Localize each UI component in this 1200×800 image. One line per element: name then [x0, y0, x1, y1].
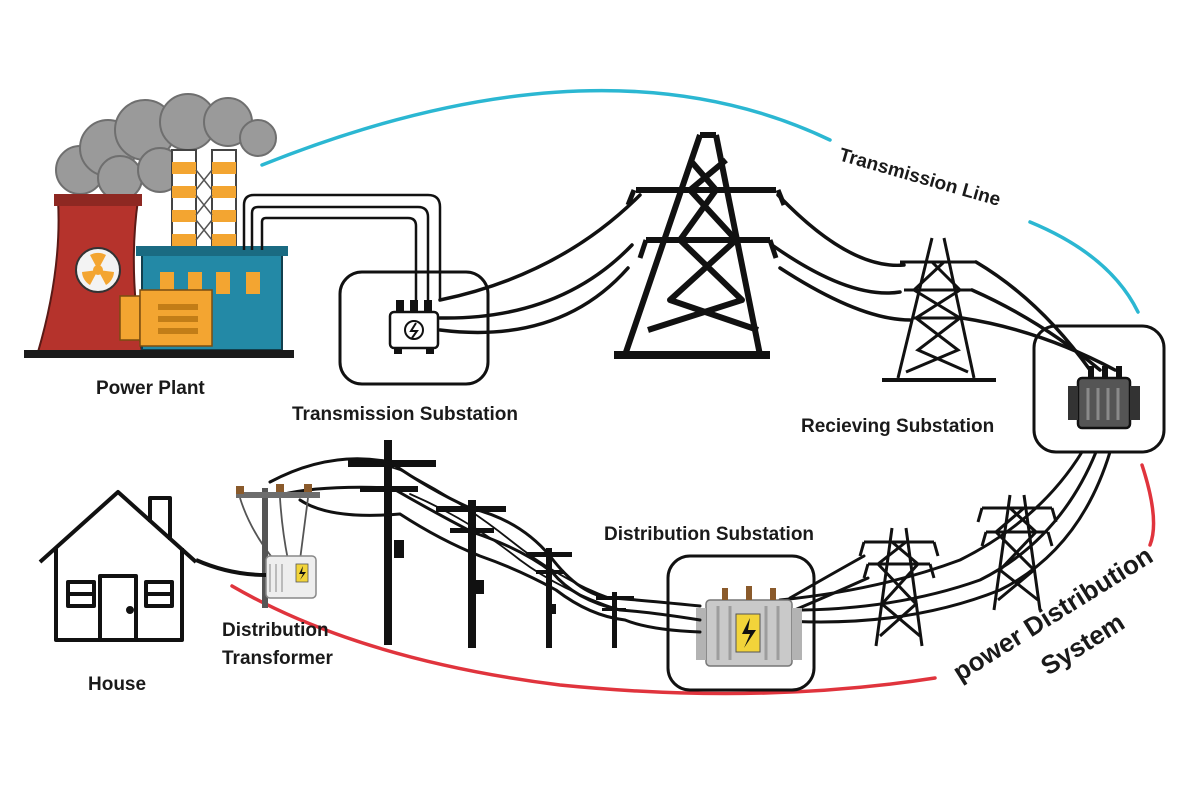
hv-transmission-wires: [438, 193, 1117, 372]
smoke-cloud: [55, 93, 277, 201]
step-up-transformer-icon: [388, 300, 440, 354]
distribution-substation-transformer: [696, 586, 802, 667]
label-transmission-line: Transmission Line: [837, 145, 1003, 211]
distribution-transformer-icon: [236, 484, 320, 608]
distribution-substation: [666, 554, 816, 692]
utility-pole-icon-1: [348, 440, 436, 645]
receiving-tower-icon: [882, 237, 996, 382]
service-drop-wire: [195, 558, 267, 577]
lightning-bolt-icon: [742, 618, 756, 648]
label-transmission-substation: Transmission Substation: [292, 404, 518, 425]
utility-pole-icon-2: [436, 500, 506, 648]
distribution-system-arc-right: [1140, 463, 1156, 547]
label-distribution-transformer-1: Distribution: [222, 620, 329, 641]
transmission-line-arc-right: [1028, 220, 1140, 314]
distribution-system-arc: [230, 584, 937, 696]
receiving-to-distribution-wires: [768, 450, 1112, 624]
label-power-plant: Power Plant: [96, 378, 205, 399]
label-distribution-transformer-2: Transformer: [222, 648, 333, 669]
receiving-substation: [1032, 324, 1166, 454]
house-icon: [38, 490, 198, 642]
generator-icon: [119, 289, 213, 347]
chimney-left: [171, 149, 197, 249]
label-distribution-substation: Distribution Substation: [604, 524, 814, 545]
chimney-right: [211, 149, 237, 249]
receiving-substation-frame: [1032, 324, 1166, 454]
distribution-tower-icon-middle: [858, 527, 940, 647]
distribution-substation-frame: [666, 554, 816, 692]
power-plant-icon: [24, 93, 294, 358]
label-receiving-substation: Recieving Substation: [801, 416, 994, 437]
transmission-substation-frame: [338, 270, 490, 386]
label-house: House: [88, 674, 146, 695]
plant-ground: [24, 350, 294, 358]
transmission-substation: [338, 270, 490, 386]
transmission-line-arc: [260, 88, 832, 167]
receiving-transformer-icon: [1068, 366, 1140, 430]
plant-output-cables: [242, 193, 442, 300]
radiation-icon: [75, 247, 121, 293]
transmission-tower-icon: [614, 132, 787, 359]
distribution-feeder-wires: [268, 457, 702, 634]
